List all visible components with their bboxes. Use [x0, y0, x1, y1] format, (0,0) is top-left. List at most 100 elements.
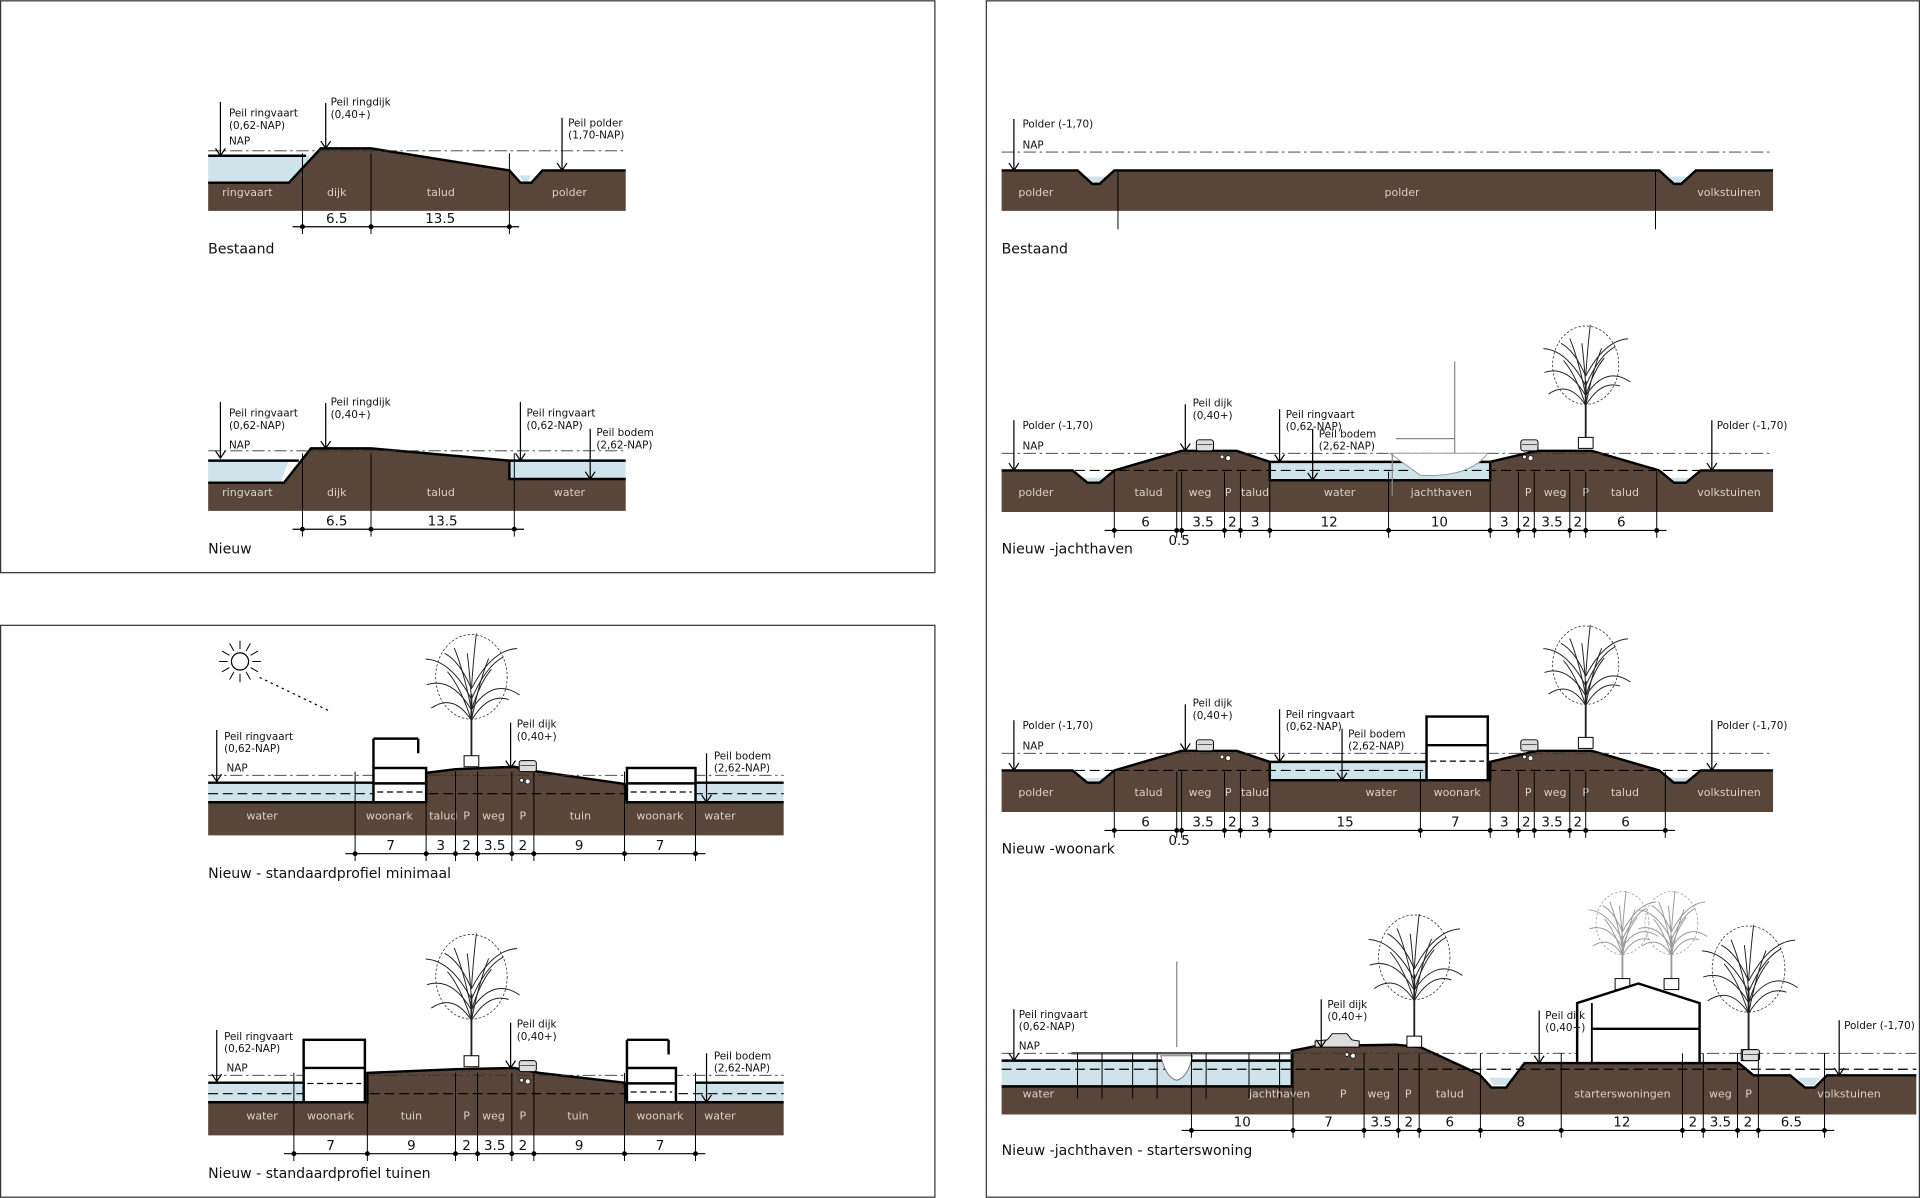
dimension-value: 7 [386, 839, 395, 854]
tree-branch [1589, 927, 1623, 948]
dimension-value: 7 [326, 1139, 335, 1154]
tree-branch [1581, 343, 1587, 386]
woonark-hull [1425, 715, 1489, 782]
dimension-value: 10 [1431, 516, 1448, 531]
tree-branch [1622, 931, 1659, 948]
dimension-tick [1583, 527, 1589, 533]
car-body [1195, 739, 1214, 752]
level-annotation: (2,62-NAP) [1319, 441, 1375, 453]
tree-branch [1723, 963, 1750, 1014]
tree-branch [1622, 938, 1651, 956]
arrow-head-icon [1833, 1067, 1845, 1077]
tree-branch [1548, 388, 1587, 406]
level-annotation: Polder (-1,70) [1022, 119, 1093, 131]
zone-label: woonark [1434, 786, 1482, 799]
tree-branch [1651, 905, 1672, 933]
boat-icon [1160, 961, 1194, 1081]
dimension-tick [1174, 827, 1180, 833]
ground-surface-line [1001, 169, 1774, 186]
dimension-tick [1416, 1127, 1422, 1133]
dimension-tick [1680, 1127, 1685, 1133]
tree-crown [435, 934, 508, 1020]
tree-branch [1585, 357, 1605, 396]
frame-bottom-left [0, 624, 936, 1198]
woonark-icon [625, 1038, 678, 1104]
car-body [1314, 1033, 1360, 1048]
zone-label: tuin [567, 1109, 588, 1122]
zone-label: tuin [401, 1109, 422, 1122]
tree-branch [470, 658, 490, 721]
zone-label: P [1340, 1087, 1347, 1100]
woonark-hull [625, 1066, 678, 1104]
tree-branch [1748, 961, 1770, 1003]
dimension-value: 2 [519, 1139, 528, 1154]
sunlight-direction [259, 676, 329, 711]
pipe-icon [1225, 455, 1231, 461]
tree-branch [453, 947, 472, 1010]
dimension-tick [1267, 827, 1273, 833]
jetty-icon [1071, 1052, 1292, 1099]
level-annotation: (0,40+) [331, 109, 371, 121]
tree-branch [466, 653, 472, 700]
tree-branch [1670, 917, 1687, 948]
tree-branch [1748, 980, 1798, 1003]
dimension-tick [1515, 827, 1521, 833]
car-body [1741, 1049, 1761, 1062]
car-icon [1520, 739, 1539, 752]
dimension-value: 2 [462, 1139, 471, 1154]
frame-right [985, 0, 1920, 1198]
tree-branch [466, 953, 472, 1000]
level-annotation: (0,40+) [1193, 410, 1233, 422]
tree-branch [1604, 918, 1623, 956]
tree-branch [1369, 963, 1415, 991]
zone-label: weg [1709, 1087, 1732, 1100]
water-body [519, 175, 532, 182]
tree-icon [1702, 924, 1798, 1062]
level-annotation: (0,40+) [517, 731, 557, 743]
tree-branch [444, 652, 472, 689]
water-body [509, 460, 626, 479]
tree-planter [463, 1055, 480, 1068]
tree-branch [1544, 670, 1587, 696]
tree-branch [1585, 684, 1621, 706]
dimension-tick [622, 1151, 627, 1157]
tree-branch [1569, 638, 1587, 696]
dimension-value: 2 [1404, 1116, 1413, 1131]
ground-profile [208, 448, 626, 511]
tree-branch [1667, 905, 1672, 940]
tree-branch [1671, 938, 1700, 956]
dimension-tick [1222, 827, 1227, 833]
zone-label: water [1023, 1087, 1055, 1100]
dimension-tick [1583, 827, 1589, 833]
tree-crown [1552, 625, 1620, 705]
level-annotation: NAP [1019, 1041, 1040, 1053]
woonark-hull [625, 766, 697, 804]
tree-branch [471, 697, 509, 721]
tree-branch [470, 956, 504, 1000]
tree-branch [1602, 905, 1623, 933]
tree-branch [1413, 928, 1460, 970]
dimension-tick [1487, 527, 1493, 533]
dimension-value: 2 [1573, 816, 1582, 831]
ground-profile [208, 1067, 784, 1136]
dimension-value: 6 [1621, 816, 1630, 831]
dimension-tick [622, 851, 627, 857]
tree-icon [425, 633, 520, 768]
tree-branch [1670, 901, 1706, 933]
tree-branch [1387, 933, 1415, 970]
arrow-head-icon [505, 1060, 517, 1070]
level-annotation: Polder (-1,70) [1717, 720, 1788, 732]
dimension-tick [531, 1151, 537, 1157]
tree-branch [1621, 909, 1636, 956]
tree-branch [470, 656, 504, 700]
level-annotation: (0,62-NAP) [1286, 421, 1342, 433]
zone-label: water [246, 1109, 278, 1122]
zone-label: weg [1544, 486, 1567, 499]
ground-surface-line [1001, 749, 1774, 784]
section-woonark: poldertaludwegPtaludwaterwoonarkPwegPtal… [1001, 624, 1788, 858]
woonark-icon [625, 766, 697, 804]
zone-label: P [1405, 1087, 1412, 1100]
pipe-icon [525, 778, 531, 785]
arrow-head-icon [1179, 443, 1191, 452]
